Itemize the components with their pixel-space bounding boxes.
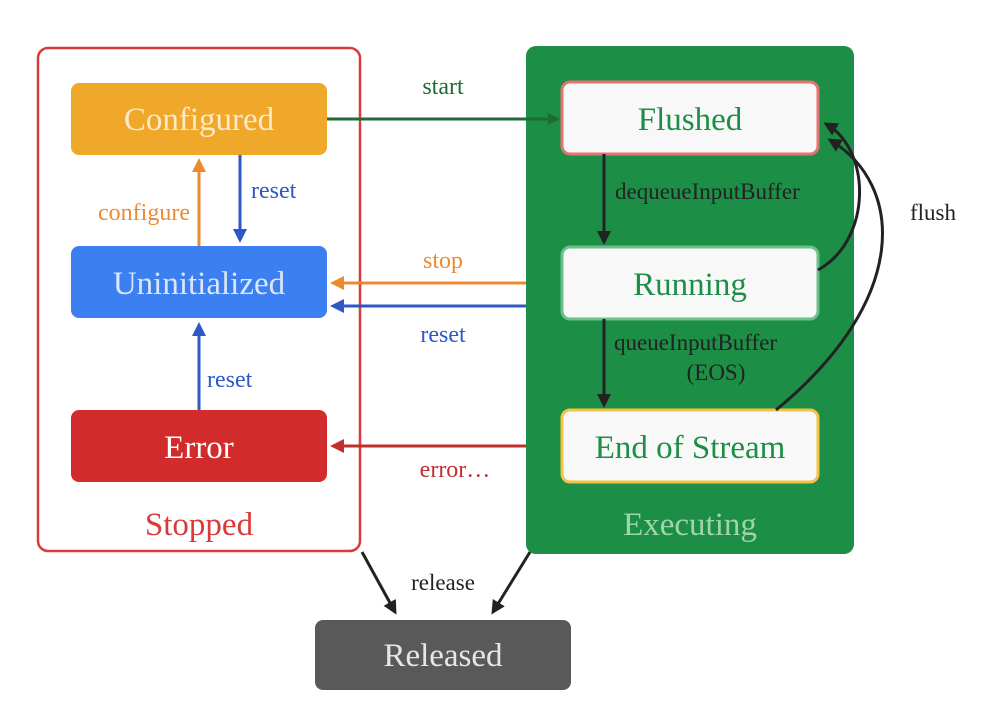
- transition-queue-input-buffer-eos-label: (EOS): [687, 360, 746, 385]
- transition-dequeue-input-buffer: dequeueInputBuffer: [597, 154, 800, 245]
- transition-reset-from-configured-label: reset: [251, 178, 297, 204]
- transition-start: start: [327, 74, 560, 125]
- transition-configure-label: configure: [98, 200, 190, 226]
- state-configured-label: Configured: [124, 102, 275, 138]
- state-released[interactable]: Released: [315, 620, 571, 690]
- transition-queue-input-buffer-label: queueInputBuffer: [614, 330, 777, 355]
- transition-reset-from-error-label: reset: [207, 367, 253, 393]
- executing-group-label: Executing: [623, 507, 757, 543]
- transition-release-label: release: [411, 570, 475, 595]
- transition-start-label: start: [422, 74, 464, 100]
- transition-reset-from-error: reset: [192, 322, 253, 410]
- state-error-label: Error: [164, 430, 234, 466]
- transition-flush-label: flush: [910, 200, 957, 225]
- transition-flush-from-eos: flush: [775, 138, 957, 412]
- state-flushed[interactable]: Flushed: [560, 80, 820, 156]
- state-running-label: Running: [633, 267, 747, 303]
- state-flushed-label: Flushed: [638, 102, 743, 138]
- transition-queue-input-buffer-eos: queueInputBuffer (EOS): [597, 319, 777, 408]
- transition-stop-label: stop: [423, 248, 463, 274]
- transition-release: release: [360, 551, 532, 615]
- state-end-of-stream-label: End of Stream: [595, 430, 786, 466]
- transition-reset-from-configured: reset: [233, 155, 297, 243]
- state-uninitialized-label: Uninitialized: [113, 266, 286, 302]
- transition-error-label: error…: [420, 457, 491, 483]
- state-configured[interactable]: Configured: [71, 83, 327, 155]
- stopped-group-label: Stopped: [145, 507, 254, 543]
- transition-flush-from-running: [817, 122, 862, 272]
- state-uninitialized[interactable]: Uninitialized: [71, 246, 327, 318]
- state-released-label: Released: [383, 638, 503, 674]
- transition-configure: configure: [98, 158, 206, 246]
- state-error[interactable]: Error: [71, 410, 327, 482]
- state-running[interactable]: Running: [560, 245, 820, 321]
- state-end-of-stream[interactable]: End of Stream: [560, 408, 820, 484]
- transition-reset-from-executing-label: reset: [420, 322, 466, 348]
- transition-error: error…: [330, 439, 526, 483]
- transition-stop: stop: [330, 248, 526, 290]
- transition-dequeue-input-buffer-label: dequeueInputBuffer: [615, 179, 800, 204]
- transition-reset-from-executing: reset: [330, 299, 526, 348]
